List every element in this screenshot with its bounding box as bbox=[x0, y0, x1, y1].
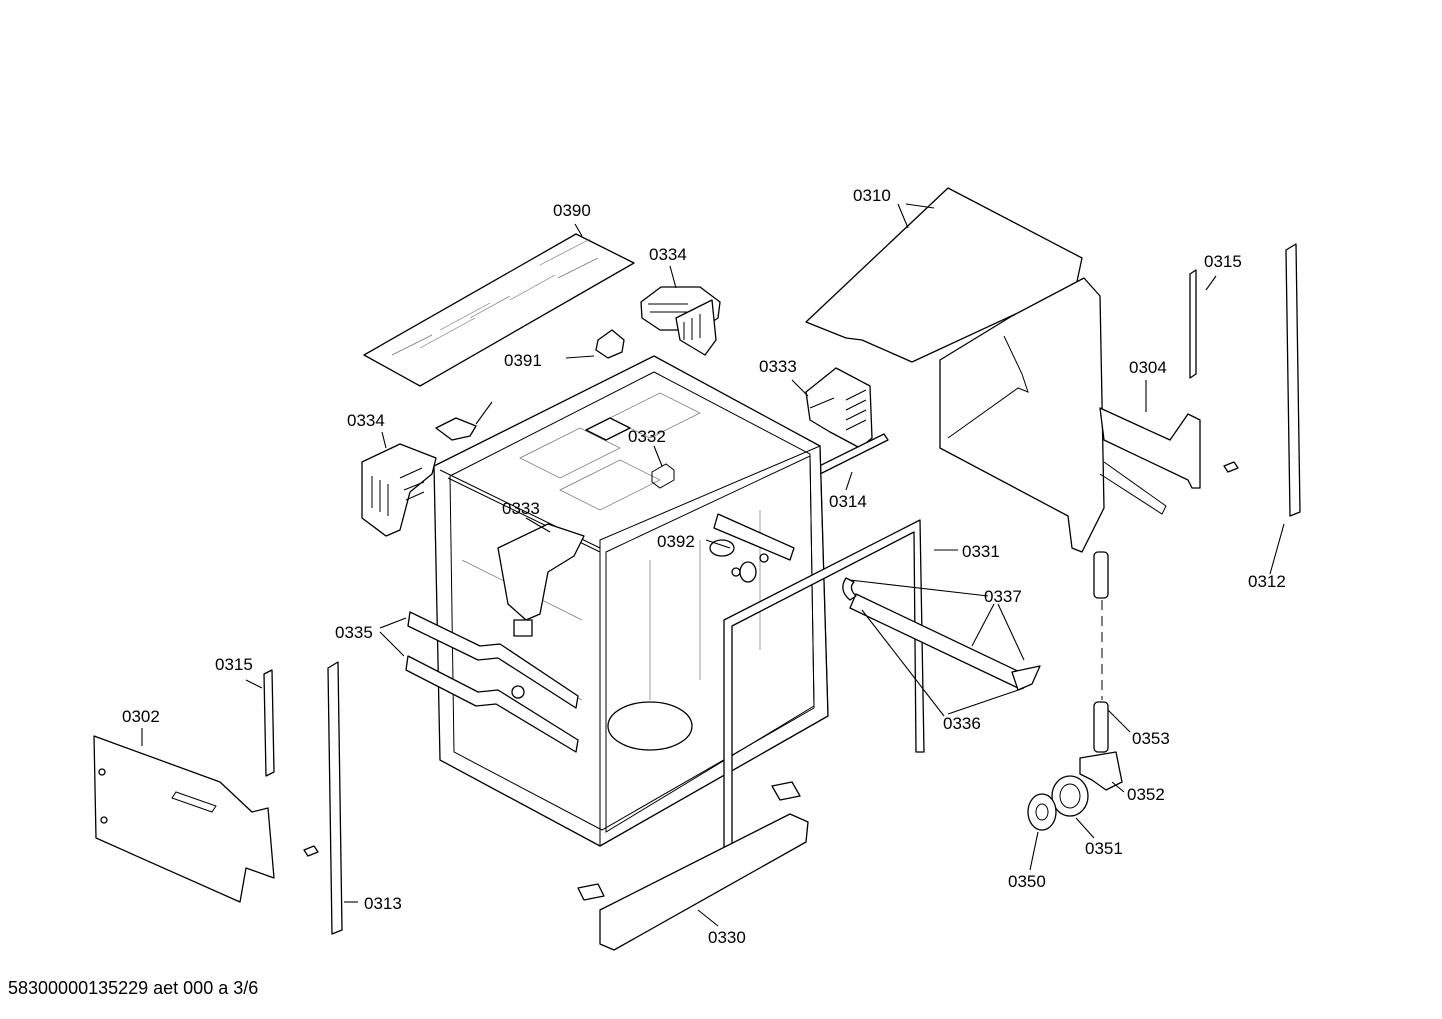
part-0331-seal bbox=[723, 519, 925, 869]
callout-0352: 0352 bbox=[1127, 785, 1165, 804]
callout-0332: 0332 bbox=[628, 427, 666, 446]
part-0390-top-plate bbox=[363, 233, 635, 387]
callout-0350: 0350 bbox=[1008, 872, 1046, 891]
callout-0390: 0390 bbox=[553, 201, 591, 220]
part-035x-fittings bbox=[1027, 551, 1123, 831]
part-0312-strip bbox=[1285, 243, 1301, 517]
callout-0314: 0314 bbox=[829, 492, 867, 511]
callout-0334-upper: 0334 bbox=[649, 245, 687, 264]
part-0315-right-strip bbox=[1189, 269, 1197, 379]
part-0335-rails bbox=[405, 611, 579, 753]
part-0392-fittings bbox=[709, 513, 795, 583]
callout-labels: 0390 0334 0391 0334 0333 0332 0333 0310 … bbox=[122, 186, 1286, 947]
part-0310-cover bbox=[805, 187, 1167, 553]
part-0333-upper bbox=[805, 367, 873, 449]
callout-0335: 0335 bbox=[335, 623, 373, 642]
document-code: 58300000135229 aet 000 a 3/6 bbox=[8, 978, 259, 998]
callout-0353: 0353 bbox=[1132, 729, 1170, 748]
leader-lines bbox=[141, 203, 1285, 927]
callout-0333-inner: 0333 bbox=[502, 499, 540, 518]
callout-0333-upper: 0333 bbox=[759, 357, 797, 376]
callout-0392: 0392 bbox=[657, 532, 695, 551]
part-0315-left-strip bbox=[263, 669, 275, 777]
callout-0315-left: 0315 bbox=[215, 655, 253, 674]
callout-0330: 0330 bbox=[708, 928, 746, 947]
callout-0302: 0302 bbox=[122, 707, 160, 726]
part-0333-inner bbox=[497, 523, 585, 699]
part-0334-upper bbox=[640, 286, 721, 356]
callout-0331: 0331 bbox=[962, 542, 1000, 561]
callout-0313: 0313 bbox=[364, 894, 402, 913]
callout-0315-right: 0315 bbox=[1204, 252, 1242, 271]
callout-0310: 0310 bbox=[853, 186, 891, 205]
part-0330-kickplate bbox=[577, 781, 809, 951]
callout-0304: 0304 bbox=[1129, 358, 1167, 377]
callout-0351: 0351 bbox=[1085, 839, 1123, 858]
part-0334-lower bbox=[361, 443, 437, 537]
part-0337-hinge-bar bbox=[842, 577, 1041, 691]
part-0304-bracket bbox=[1099, 407, 1239, 489]
callout-0334-lower: 0334 bbox=[347, 411, 385, 430]
part-0391-brackets bbox=[435, 329, 625, 441]
callout-0312: 0312 bbox=[1248, 572, 1286, 591]
part-0313-strip bbox=[303, 661, 343, 935]
part-0302-panel bbox=[93, 735, 275, 903]
callout-0337: 0337 bbox=[984, 587, 1022, 606]
callout-0336: 0336 bbox=[943, 714, 981, 733]
callout-0391: 0391 bbox=[504, 351, 542, 370]
